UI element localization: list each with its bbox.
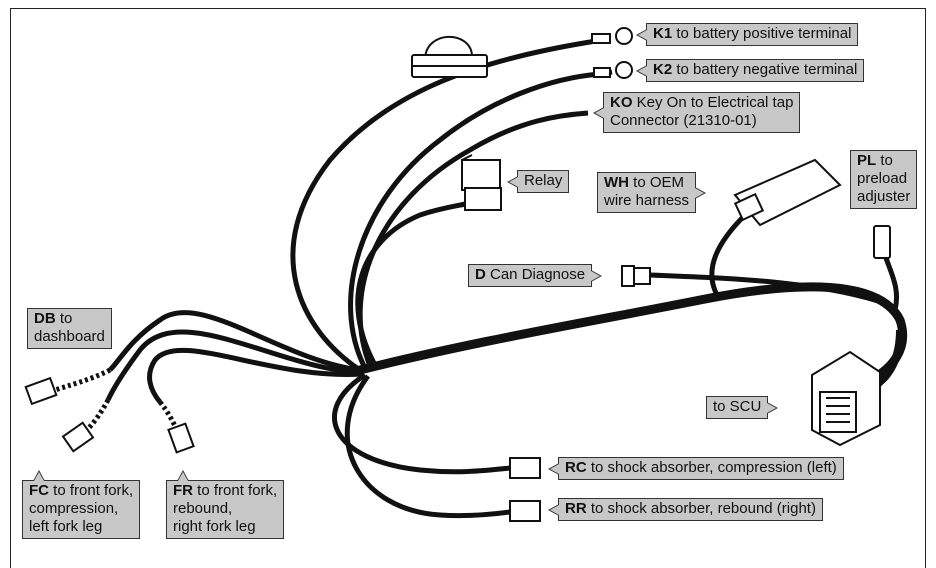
fuse-holder bbox=[411, 35, 488, 78]
relay-component bbox=[461, 154, 502, 211]
callout-ko: KO Key On to Electrical tap Connector (2… bbox=[592, 92, 801, 133]
fr-cable bbox=[147, 347, 363, 404]
db-cable bbox=[108, 310, 361, 373]
callout-fr-text: to front fork, rebound, right fork leg bbox=[173, 482, 278, 535]
callout-relay-text: Relay bbox=[524, 172, 563, 189]
callout-db: DB to dashboard bbox=[27, 308, 112, 349]
callout-k1-code: K1 bbox=[653, 25, 673, 42]
callout-d-code: D bbox=[475, 266, 486, 283]
pl-connector bbox=[873, 225, 891, 259]
callout-pl-text: to preload adjuster bbox=[857, 152, 911, 205]
callout-scu: to SCU bbox=[706, 396, 779, 419]
rr-connector bbox=[509, 500, 541, 522]
callout-k2-text: to battery negative terminal bbox=[672, 61, 858, 78]
fc-cable-dashed bbox=[83, 398, 111, 434]
callout-fr-code: FR bbox=[173, 482, 193, 499]
pl-cable bbox=[883, 257, 900, 311]
scu-connector bbox=[811, 350, 881, 447]
callout-d: D Can Diagnose bbox=[468, 264, 603, 287]
callout-k2-code: K2 bbox=[653, 61, 673, 78]
callout-fr: FR to front fork, rebound, right fork le… bbox=[166, 470, 285, 539]
rc-cable bbox=[332, 372, 511, 475]
callout-rc: RC to shock absorber, compression (left) bbox=[548, 457, 844, 480]
callout-wh-text: to OEM wire harness bbox=[604, 174, 690, 209]
callout-k2: K2 to battery negative terminal bbox=[635, 59, 865, 82]
callout-relay: Relay bbox=[506, 170, 570, 193]
callout-pl: PL to preload adjuster bbox=[850, 150, 918, 209]
k2-ring-terminal bbox=[593, 61, 633, 79]
d-connector bbox=[621, 265, 651, 287]
callout-d-text: Can Diagnose bbox=[485, 266, 586, 283]
db-connector bbox=[24, 376, 58, 406]
fr-cable-dashed bbox=[158, 400, 179, 430]
ko-cable bbox=[357, 110, 589, 367]
db-cable-dashed bbox=[54, 367, 112, 393]
callout-db-text: to dashboard bbox=[34, 310, 105, 345]
callout-wh: WH to OEM wire harness bbox=[597, 172, 707, 213]
callout-db-code: DB bbox=[34, 310, 56, 327]
rc-connector bbox=[509, 457, 541, 479]
k2-cable bbox=[348, 69, 613, 370]
callout-scu-text: to SCU bbox=[713, 398, 762, 415]
callout-fc-text: to front fork, compression, left fork le… bbox=[29, 482, 134, 535]
callout-pl-code: PL bbox=[857, 152, 877, 169]
callout-rr: RR to shock absorber, rebound (right) bbox=[548, 498, 823, 521]
callout-fc-code: FC bbox=[29, 482, 49, 499]
wh-connector bbox=[733, 158, 842, 227]
rr-cable bbox=[344, 374, 511, 519]
fc-connector bbox=[61, 421, 95, 453]
fc-cable bbox=[105, 329, 361, 402]
callout-rc-code: RC bbox=[565, 459, 587, 476]
diagram-frame bbox=[10, 8, 926, 568]
callout-rr-text: to shock absorber, rebound (right) bbox=[586, 500, 816, 517]
wh-cable bbox=[709, 213, 747, 302]
main-trunk-cable bbox=[355, 282, 908, 385]
relay-cable bbox=[355, 197, 480, 367]
callout-k1: K1 to battery positive terminal bbox=[635, 23, 859, 46]
k1-ring-terminal bbox=[591, 27, 633, 45]
fr-connector bbox=[167, 422, 195, 454]
callout-ko-code: KO bbox=[610, 94, 633, 111]
callout-rr-code: RR bbox=[565, 500, 587, 517]
d-cable bbox=[649, 272, 891, 308]
callout-k1-text: to battery positive terminal bbox=[672, 25, 852, 42]
callout-ko-text: Key On to Electrical tap Connector (2131… bbox=[610, 94, 794, 129]
k1-cable bbox=[290, 35, 611, 373]
callout-rc-text: to shock absorber, compression (left) bbox=[586, 459, 837, 476]
callout-fc: FC to front fork, compression, left fork… bbox=[22, 470, 141, 539]
callout-wh-code: WH bbox=[604, 174, 629, 191]
